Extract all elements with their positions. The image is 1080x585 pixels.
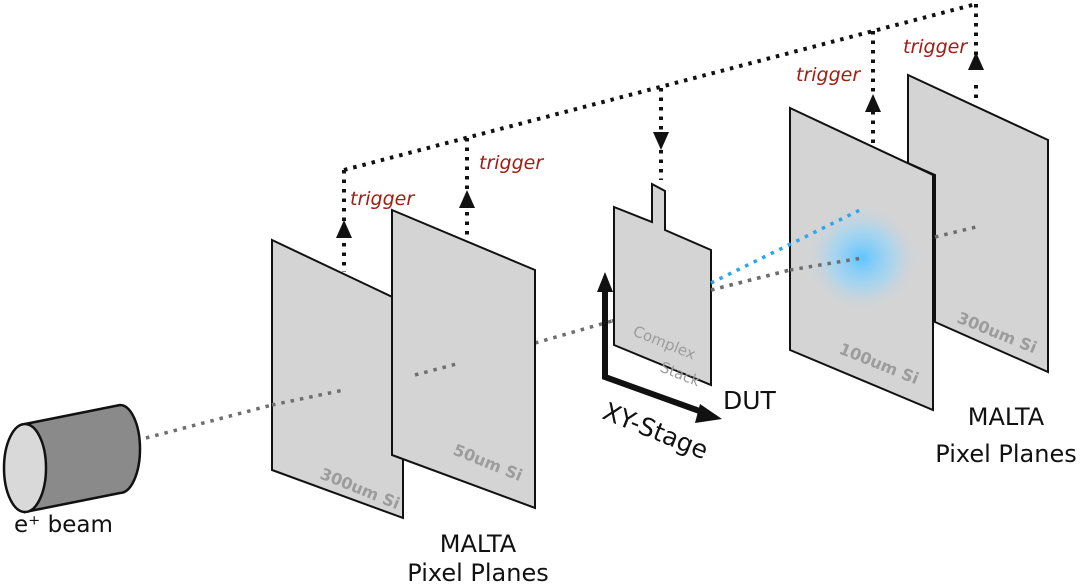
trigger-lines: [342, 2, 978, 272]
trigger-label-2: trigger: [479, 152, 544, 174]
xy-stage-arrows: [597, 272, 722, 423]
group-label-downstream-line2: Pixel Planes: [935, 440, 1076, 468]
pixel-plane-4: [907, 73, 1049, 374]
group-label-upstream-line2: Pixel Planes: [407, 559, 548, 585]
dut-label: DUT: [723, 386, 777, 415]
trigger-arrowheads: [336, 52, 984, 238]
dut-device: [613, 182, 712, 387]
trigger-label-4: trigger: [903, 36, 968, 58]
beam-source-cylinder: [2, 403, 142, 514]
pixel-plane-2: [391, 208, 536, 510]
group-label-downstream-line1: MALTA: [968, 403, 1045, 431]
trigger-label-1: trigger: [350, 188, 415, 210]
beam-source-label: e⁺ beam: [14, 512, 113, 538]
beam-path-on-plane: [271, 361, 461, 407]
trigger-labels: trigger trigger trigger trigger: [350, 36, 968, 210]
trigger-label-3: trigger: [796, 64, 861, 86]
beam-path-downstream: [710, 225, 977, 292]
group-label-upstream-line1: MALTA: [440, 530, 517, 558]
beam-spot-glow: [804, 203, 920, 313]
pixel-plane-1: [271, 238, 404, 520]
